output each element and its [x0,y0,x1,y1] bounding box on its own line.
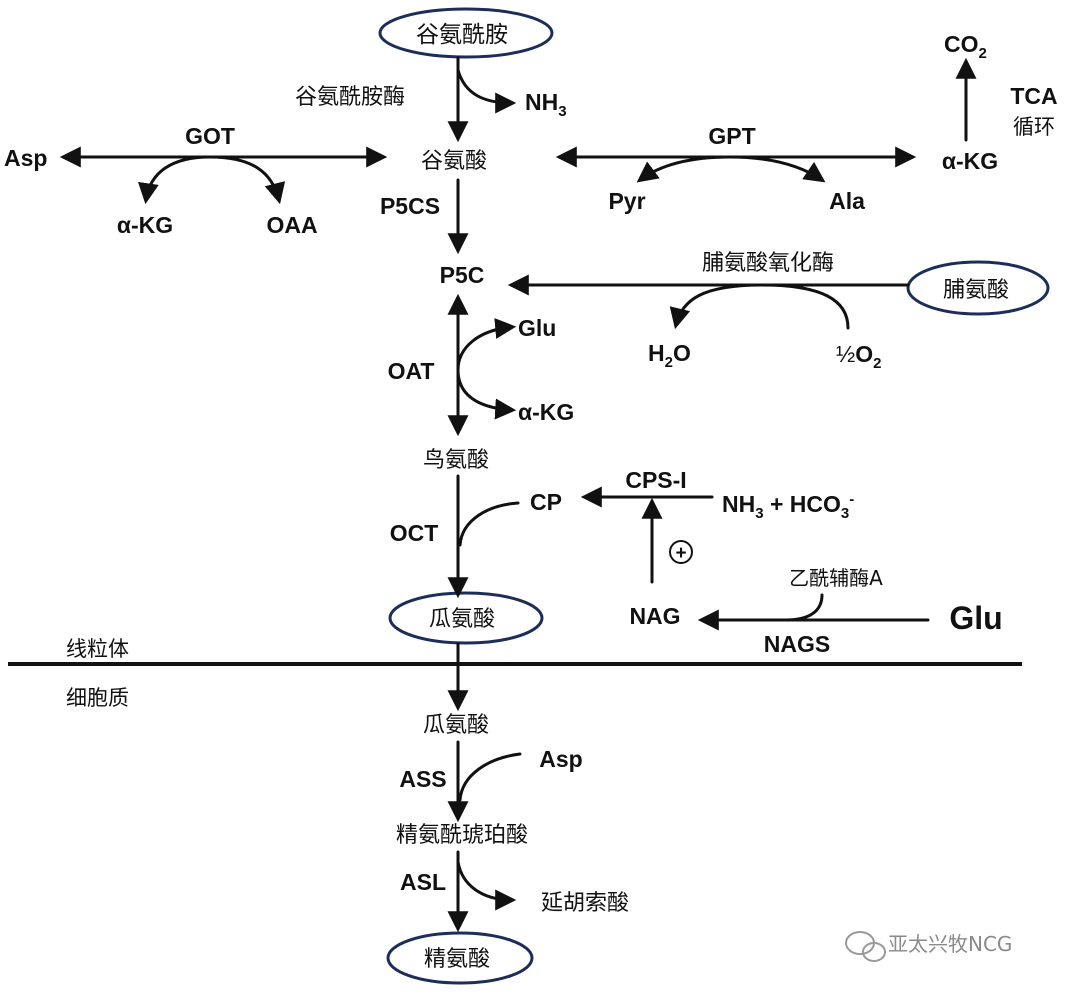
region-mitochondria: 线粒体 [66,637,129,661]
node-glu-oat: Glu [518,315,556,341]
node-ornithine: 鸟氨酸 [423,448,489,473]
node-glutamate: 谷氨酸 [421,149,487,174]
tca-cycle-label-line1: TCA [1010,83,1057,109]
arrow-fumarate-release [456,860,517,911]
node-akg-oat: α-KG [518,399,574,425]
enzyme-gpt: GPT [708,123,755,149]
node-citrulline-cyto: 瓜氨酸 [423,713,489,738]
arrow-acetyl-coa-input [784,593,824,622]
enzyme-proline-oxidase: 脯氨酸氧化酶 [702,251,834,276]
arrow-h2o-produced [669,283,764,330]
node-ala: Ala [829,188,865,214]
node-glu-big: Glu [949,600,1002,636]
arrow-nh3-release [456,68,517,114]
node-citrulline-mito: 瓜氨酸 [429,607,495,632]
activation-symbol [669,540,693,564]
arrow-got-oaa [208,155,286,205]
arrow-gpt-ala [728,155,826,183]
enzyme-ass: ASS [399,766,446,792]
node-nh3-top: NH3 [525,89,567,120]
arrow-oat-akg [456,368,517,420]
enzyme-cps1: CPS-I [625,467,686,493]
activation-plus: + [675,543,686,564]
arrow-got-akg [137,155,212,205]
arrow-cp-to-oct [458,501,520,547]
enzyme-nags: NAGS [764,631,830,657]
node-p5c: P5C [440,262,485,288]
node-glutamine: 谷氨酰胺 [416,22,508,48]
node-asp-ass: Asp [539,746,582,772]
node-akg-left: α-KG [117,212,173,238]
node-proline: 脯氨酸 [943,278,1009,303]
node-nh3-hco3: NH3 + HCO3- [722,491,854,522]
node-fumarate: 延胡索酸 [541,891,629,916]
arginine-highlight [386,931,534,985]
proline-highlight [906,260,1050,316]
region-cytoplasm: 细胞质 [66,686,129,710]
node-akg-right: α-KG [942,148,998,174]
arrow-o2-consumed [760,283,850,330]
node-co2: CO2 [944,31,987,62]
node-arginine: 精氨酸 [424,947,490,972]
node-cp: CP [530,489,562,515]
enzyme-glutaminase: 谷氨酰胺酶 [295,85,405,110]
arrow-gpt-pyr [636,155,732,183]
arrow-asp-to-ass [458,752,522,802]
node-argininosuccinate: 精氨酰琥珀酸 [396,823,528,848]
node-h2o: H2O [648,340,691,371]
node-half-o2: ½O2 [836,341,881,372]
enzyme-got: GOT [185,123,235,149]
wechat-icon [845,931,886,962]
watermark-text: 亚太兴牧NCG [888,932,1012,956]
enzyme-oct: OCT [390,520,439,546]
glutamine-highlight [378,7,554,59]
node-oaa: OAA [266,212,317,238]
node-pyr: Pyr [608,188,645,214]
tca-cycle-label-line2: 循环 [1013,115,1055,139]
node-acetyl-coa: 乙酰辅酶A [789,566,883,590]
enzyme-asl: ASL [400,869,446,895]
enzyme-p5cs: P5CS [380,193,440,219]
node-asp-left: Asp [4,145,47,171]
enzyme-oat: OAT [388,358,435,384]
arrow-oat-glu [456,318,517,372]
node-nag: NAG [629,603,680,629]
